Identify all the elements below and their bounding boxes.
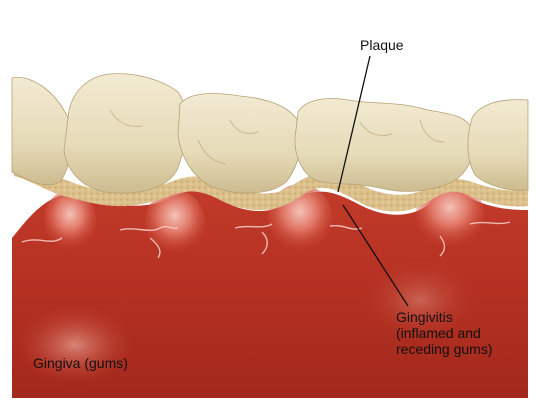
gingivitis-label-line-1: Gingivitis (396, 309, 453, 325)
plaque-leader-line (337, 55, 371, 193)
gingivitis-label: Gingivitis (inflamed and receding gums) (396, 309, 493, 357)
gingivitis-label-line-3: receding gums) (396, 341, 493, 357)
plaque-band (14, 162, 528, 212)
teeth (11, 73, 529, 194)
gingiva-label: Gingiva (gums) (33, 355, 128, 371)
gum-tissue (12, 180, 528, 398)
plaque-label: Plaque (360, 37, 404, 53)
gingivitis-label-line-2: (inflamed and (396, 325, 481, 341)
gingivitis-leader-line (342, 204, 409, 307)
